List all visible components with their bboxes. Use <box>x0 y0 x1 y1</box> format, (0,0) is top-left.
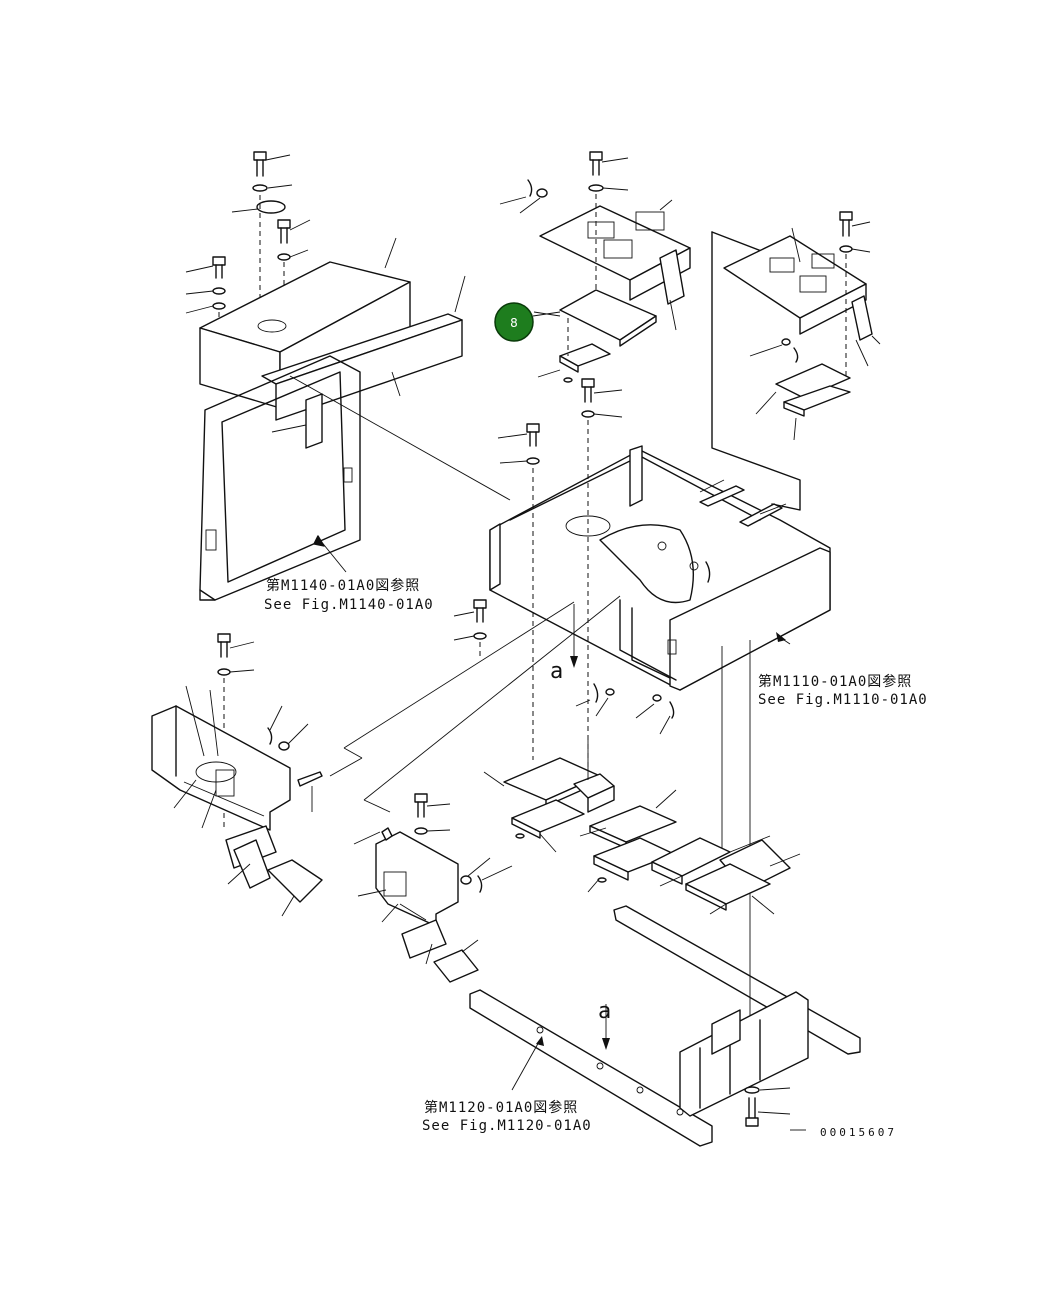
bolt-icon <box>581 378 595 403</box>
clip-icon <box>527 179 533 197</box>
washer-icon <box>212 287 226 295</box>
washer-icon <box>581 410 595 418</box>
clip-icon <box>477 875 483 893</box>
cap-icon <box>256 200 286 214</box>
bolt-icon <box>745 1097 759 1127</box>
washer-icon <box>588 184 604 192</box>
reference-m1120-en: See Fig.M1120-01A0 <box>422 1118 592 1134</box>
reference-m1110-en: See Fig.M1110-01A0 <box>758 692 928 708</box>
bolt-icon <box>839 211 853 237</box>
cab-frame <box>453 420 831 780</box>
washer-icon <box>536 188 548 198</box>
floor-plate-assembly <box>499 151 691 418</box>
floor-mats <box>651 835 801 915</box>
washer-icon <box>252 184 268 192</box>
washer-icon <box>744 1086 760 1094</box>
bolt-icon <box>217 633 231 658</box>
reference-m1120-jp: 第M1120-01A0図参照 <box>424 1099 578 1116</box>
clip-icon <box>793 347 799 363</box>
clip-icon <box>705 561 711 583</box>
bolt-icon <box>277 219 291 244</box>
bolt-icon <box>473 599 487 623</box>
reference-m1140-en: See Fig.M1140-01A0 <box>264 597 434 613</box>
callout-badge[interactable]: 8 <box>494 302 561 342</box>
washer-icon <box>526 457 540 465</box>
washer-icon <box>212 302 226 310</box>
chassis-frame <box>469 905 861 1147</box>
alt-floor-plate-assembly <box>711 211 881 511</box>
clip-icon <box>669 701 675 719</box>
step-assemblies <box>483 740 677 893</box>
side-cover-center <box>353 793 513 983</box>
bolt-icon <box>589 151 603 176</box>
washer-icon <box>473 632 487 640</box>
section-mark-a-upper: a <box>550 659 563 684</box>
side-cover-left <box>151 633 323 917</box>
callout-number: 8 <box>510 316 518 330</box>
washer-icon <box>839 245 853 253</box>
bolt-icon <box>526 423 540 447</box>
reference-m1140-jp: 第M1140-01A0図参照 <box>266 577 420 594</box>
hood-cover-assembly <box>185 151 511 601</box>
washer-icon <box>277 253 291 261</box>
washer-icon <box>414 827 428 835</box>
bolt-icon <box>212 256 226 279</box>
clip-icon <box>267 727 273 745</box>
drawing-code: 00015607 <box>820 1126 897 1139</box>
bolt-icon <box>414 793 428 818</box>
washer-icon <box>217 668 231 676</box>
section-mark-a-lower: a <box>598 999 611 1024</box>
clip-icon <box>593 683 599 703</box>
bolt-icon <box>253 151 267 177</box>
reference-m1110-jp: 第M1110-01A0図参照 <box>758 673 912 690</box>
